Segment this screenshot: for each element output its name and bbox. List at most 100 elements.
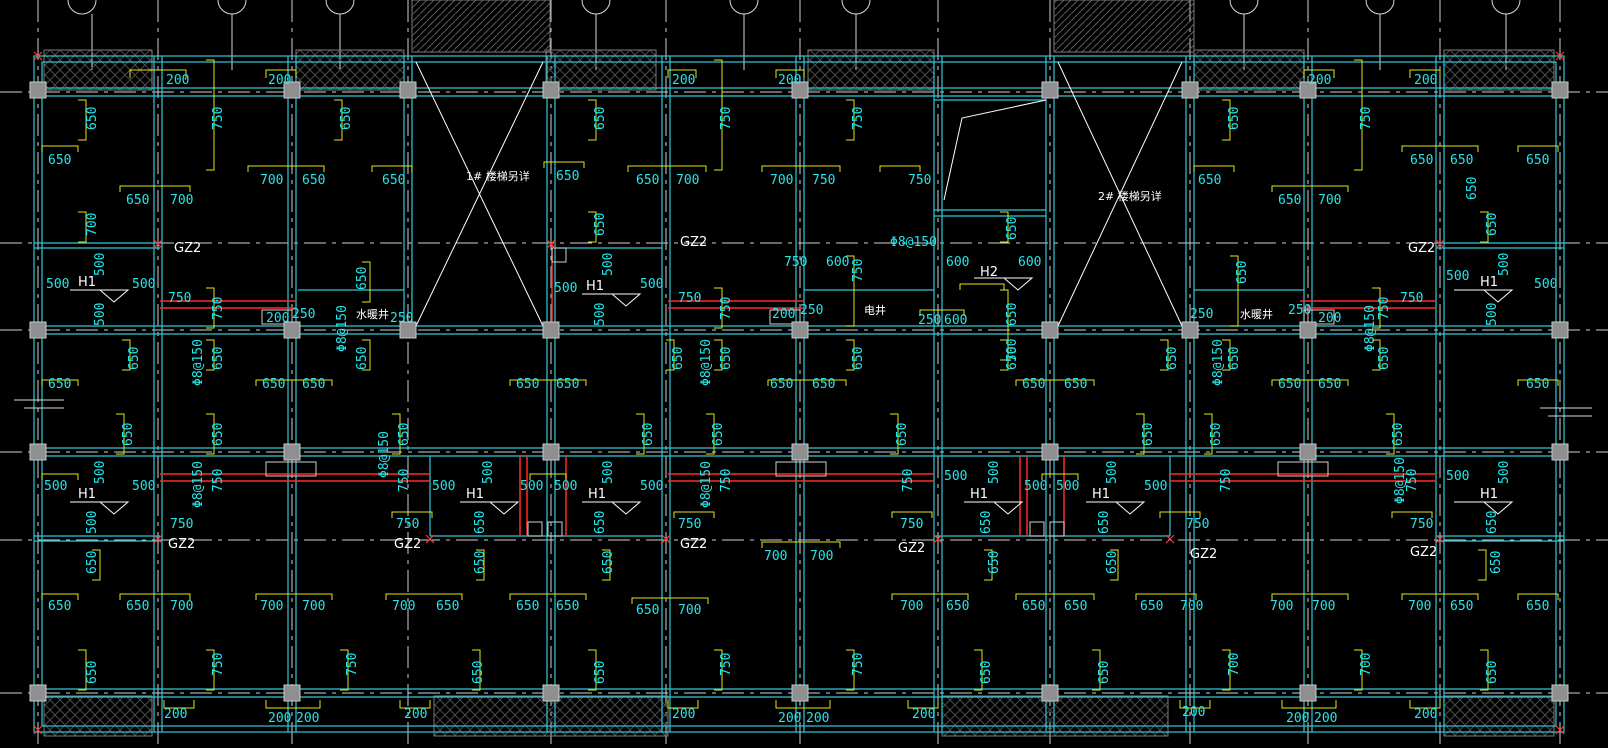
dim-text: 750 bbox=[1410, 517, 1433, 532]
dim-text-vertical: 650 bbox=[895, 423, 910, 446]
dim-text: 650 bbox=[1450, 599, 1473, 614]
dim-text: 500 bbox=[1144, 479, 1167, 494]
dim-text-vertical: 650 bbox=[1489, 551, 1504, 574]
dim-text-vertical: 650 bbox=[85, 551, 100, 574]
dim-text: 650 bbox=[1318, 377, 1341, 392]
dim-text-vertical: 650 bbox=[593, 107, 608, 130]
dim-text: 650 bbox=[302, 377, 325, 392]
dim-text: 500 bbox=[944, 469, 967, 484]
dim-text: 200 bbox=[1314, 711, 1337, 726]
level-markers bbox=[70, 277, 1514, 515]
dim-text: 650 bbox=[262, 377, 285, 392]
dim-text-vertical: 650 bbox=[1235, 261, 1250, 284]
dim-text-vertical: 700 bbox=[1227, 653, 1242, 676]
dim-text: 200 bbox=[672, 73, 695, 88]
dim-text: 700 bbox=[260, 599, 283, 614]
gz-label: GZ2 bbox=[1190, 547, 1217, 562]
dim-text-vertical: 500 bbox=[987, 461, 1002, 484]
dim-text: 500 bbox=[1446, 269, 1469, 284]
dim-text: 650 bbox=[516, 599, 539, 614]
dim-text: 600 bbox=[946, 255, 969, 270]
dim-text: 750 bbox=[678, 291, 701, 306]
dim-text-vertical: 650 bbox=[355, 267, 370, 290]
dim-text: 200 bbox=[404, 707, 427, 722]
dim-text: 200 bbox=[1308, 73, 1331, 88]
dim-text-vertical: 650 bbox=[601, 551, 616, 574]
dim-text-vertical: 700 bbox=[1005, 339, 1020, 362]
gz-markers bbox=[33, 51, 1565, 735]
dim-text: 650 bbox=[770, 377, 793, 392]
dim-text: 650 bbox=[1022, 599, 1045, 614]
dim-text-vertical: 650 bbox=[987, 551, 1002, 574]
dim-text-vertical: 650 bbox=[127, 347, 142, 370]
gz-label: GZ2 bbox=[1410, 545, 1437, 560]
dim-text-vertical: 750 bbox=[719, 469, 734, 492]
dim-text: 650 bbox=[1022, 377, 1045, 392]
dim-text-vertical: 650 bbox=[641, 423, 656, 446]
electric-shaft-label: 电井 bbox=[864, 303, 886, 317]
dim-text: 700 bbox=[392, 599, 415, 614]
dim-text: 250 bbox=[390, 311, 413, 326]
dim-text-vertical: 500 bbox=[481, 461, 496, 484]
dim-text: 650 bbox=[1410, 153, 1433, 168]
dim-text: 750 bbox=[908, 173, 931, 188]
dim-text-vertical: 650 bbox=[473, 551, 488, 574]
dim-text: 200 bbox=[1318, 311, 1341, 326]
rebar-spec-label: Φ8@150 bbox=[1393, 457, 1408, 504]
dim-text: 700 bbox=[770, 173, 793, 188]
dim-text-vertical: 650 bbox=[593, 213, 608, 236]
dim-text: 750 bbox=[170, 517, 193, 532]
columns bbox=[29, 81, 1569, 702]
dim-text-vertical: 500 bbox=[93, 461, 108, 484]
edge-marks bbox=[14, 399, 1592, 417]
dim-text-vertical: 750 bbox=[851, 107, 866, 130]
gz-label: GZ2 bbox=[168, 537, 195, 552]
dim-text: 750 bbox=[812, 173, 835, 188]
dim-text: 200 bbox=[772, 307, 795, 322]
dim-text: 500 bbox=[554, 281, 577, 296]
dim-text: 700 bbox=[1180, 599, 1203, 614]
annotation-labels: 1# 楼梯另详 2# 楼梯另详 水暖井 水暖井 电井 Φ8@150 GZ2 GZ… bbox=[78, 169, 1498, 562]
dim-text: 200 bbox=[1286, 711, 1309, 726]
dim-text: 650 bbox=[556, 169, 579, 184]
dim-text: 750 bbox=[396, 517, 419, 532]
dim-text: 750 bbox=[1186, 517, 1209, 532]
dim-text: 600 bbox=[826, 255, 849, 270]
dim-text: 200 bbox=[164, 707, 187, 722]
dim-text: 500 bbox=[520, 479, 543, 494]
dim-text: 500 bbox=[46, 277, 69, 292]
dim-text-vertical: 650 bbox=[711, 423, 726, 446]
dim-text-vertical: 750 bbox=[211, 297, 226, 320]
rebar-spec-label: Φ8@150 bbox=[1211, 339, 1226, 386]
dim-text-vertical: 500 bbox=[85, 511, 100, 534]
dim-text-vertical: 750 bbox=[901, 469, 916, 492]
dim-text-vertical: 500 bbox=[1497, 253, 1512, 276]
stair-2-label: 2# 楼梯另详 bbox=[1098, 189, 1162, 203]
dim-text-vertical: 650 bbox=[85, 661, 100, 684]
dim-text-vertical: 750 bbox=[1359, 107, 1374, 130]
dim-text-vertical: 650 bbox=[979, 511, 994, 534]
dim-text-vertical: 750 bbox=[211, 469, 226, 492]
dim-text-vertical: 650 bbox=[211, 347, 226, 370]
dim-text-vertical: 750 bbox=[345, 653, 360, 676]
dim-text-vertical: 500 bbox=[1485, 303, 1500, 326]
dim-text-vertical: 650 bbox=[1485, 213, 1500, 236]
dim-text: 200 bbox=[1414, 73, 1437, 88]
dim-text-vertical: 650 bbox=[979, 661, 994, 684]
dim-text: 500 bbox=[554, 479, 577, 494]
dimension-texts: 200 200 200 200 200 200 650 650 700 700 … bbox=[44, 73, 1557, 726]
dim-text: 650 bbox=[1526, 377, 1549, 392]
dim-text: 650 bbox=[302, 173, 325, 188]
dim-text-vertical: 650 bbox=[1097, 661, 1112, 684]
dim-text: 700 bbox=[676, 173, 699, 188]
dim-text-vertical: 650 bbox=[85, 107, 100, 130]
walls bbox=[33, 55, 1565, 733]
dim-text-vertical: 650 bbox=[1227, 107, 1242, 130]
dim-text-vertical: 500 bbox=[1497, 461, 1512, 484]
dim-text: 500 bbox=[1024, 479, 1047, 494]
rebar-spec-label: Φ8@150 bbox=[191, 461, 206, 508]
dim-text: 650 bbox=[48, 599, 71, 614]
dim-text-vertical: 650 bbox=[1485, 661, 1500, 684]
rebar-spec-label: Φ8@150 bbox=[699, 461, 714, 508]
